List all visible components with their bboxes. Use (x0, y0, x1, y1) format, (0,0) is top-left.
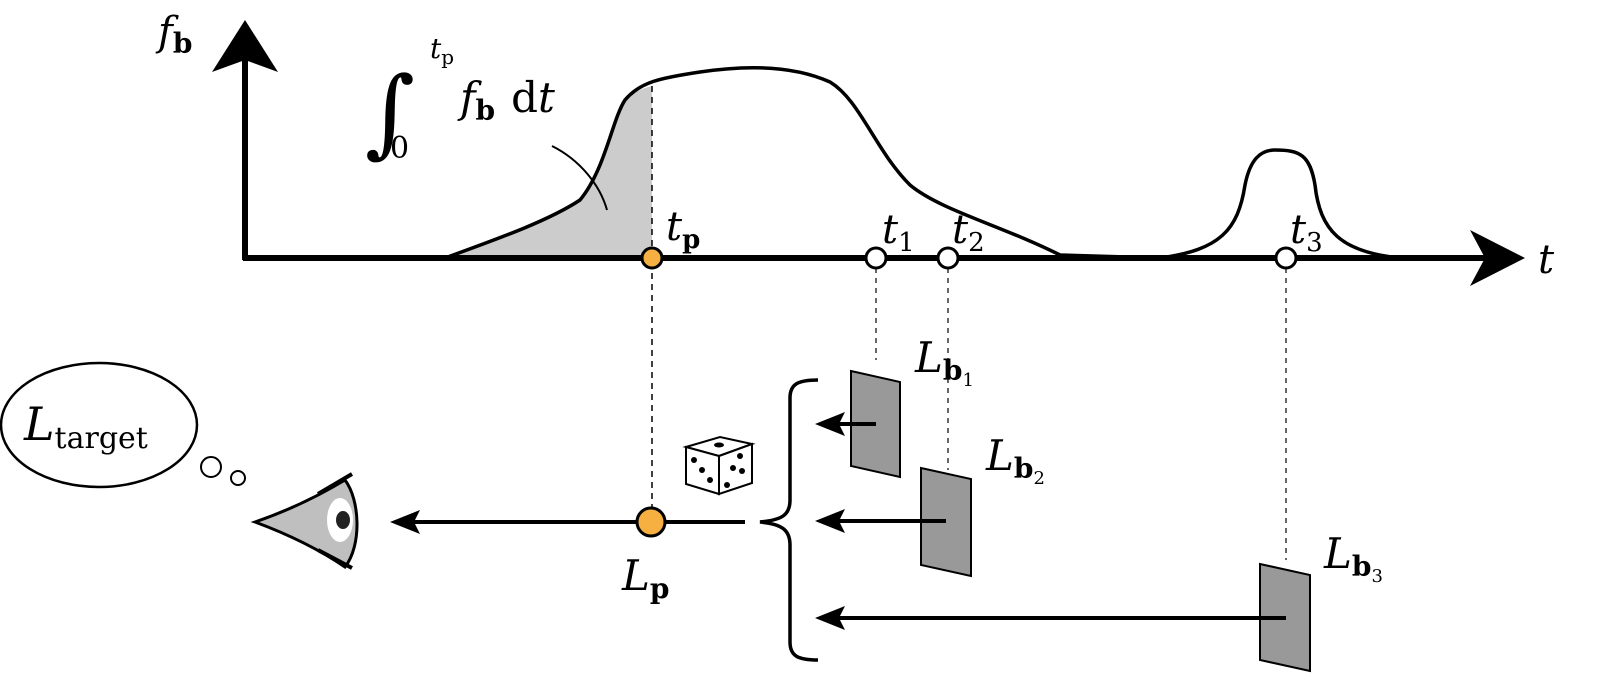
t1-marker (864, 246, 888, 270)
dice-icon (682, 435, 756, 496)
ray-b2-arrowhead (815, 509, 845, 533)
t2-marker (936, 246, 960, 270)
t2-label: t2 (952, 207, 985, 258)
ray-b3-arrowhead (815, 606, 845, 630)
integral-lower-limit: 0 (390, 131, 409, 166)
panel-b3-label: Lb3 (1323, 529, 1383, 587)
panel-b2-label: Lb2 (985, 431, 1045, 489)
t3-marker (1274, 246, 1298, 270)
integral-sign: ∫ (365, 56, 415, 168)
y-axis-arrowhead (212, 20, 278, 72)
panel-b1-label: Lb1 (914, 333, 974, 391)
thought-bubble-icon (0, 361, 199, 489)
integral-pointer (551, 145, 608, 211)
tp-label: tp (666, 204, 700, 255)
thought-dot-large (200, 456, 222, 478)
x-axis-arrowhead (1470, 230, 1525, 286)
target-label: Ltarget (23, 397, 148, 456)
curly-brace (759, 378, 819, 662)
x-axis-label: t (1538, 237, 1555, 283)
ray-to-eye-arrowhead (390, 510, 420, 534)
fb-curve (444, 65, 1401, 260)
integral-shaded-area (445, 86, 652, 258)
ray-b1-arrowhead (815, 412, 845, 436)
eye-icon (250, 472, 359, 570)
y-axis-label: fb (155, 9, 192, 60)
tp-marker (640, 246, 664, 270)
thought-dot-small (230, 470, 246, 486)
t1-label: t1 (882, 207, 915, 258)
t3-label: t3 (1290, 207, 1323, 258)
lp-marker (635, 506, 667, 538)
lp-label: Lp (621, 551, 669, 605)
integral-upper-limit: tp (430, 32, 454, 69)
